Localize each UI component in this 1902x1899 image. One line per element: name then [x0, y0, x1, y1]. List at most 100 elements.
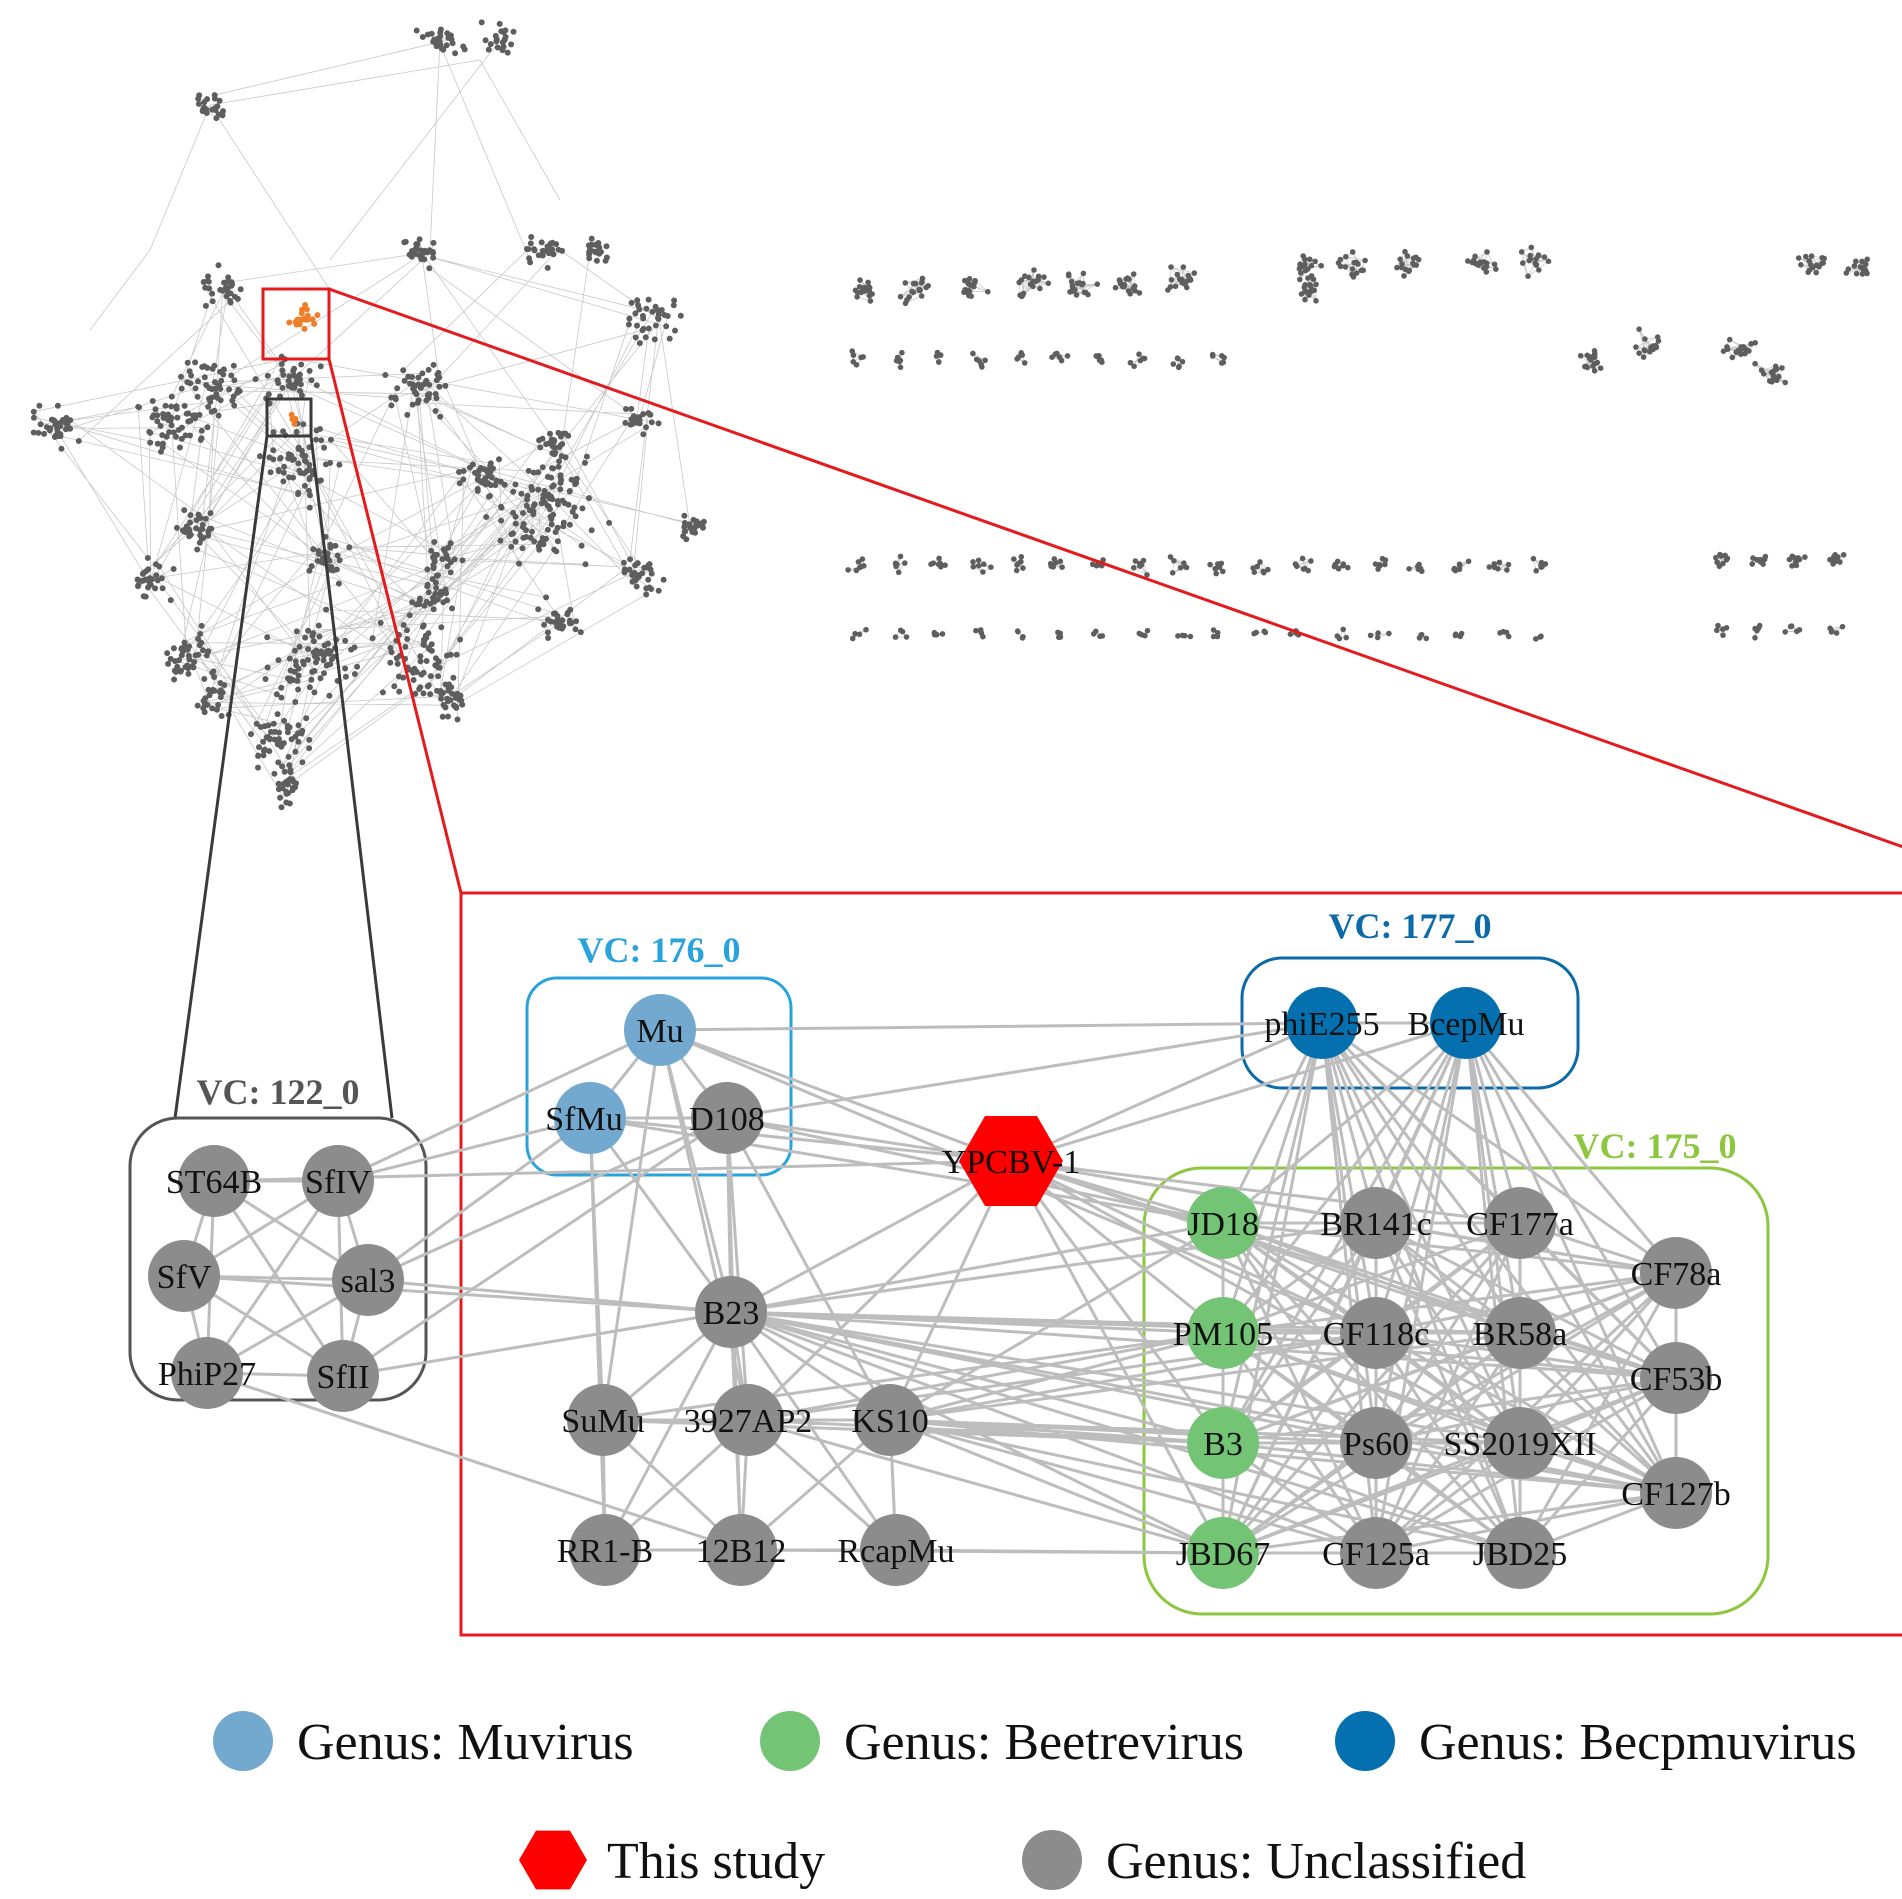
node-label: JBD67: [1176, 1536, 1270, 1573]
legend-label: Genus: Unclassified: [1106, 1833, 1526, 1890]
zoom-source-dark: [265, 397, 313, 438]
node-label: JBD25: [1473, 1536, 1567, 1573]
node-shape-circle: [1187, 1297, 1259, 1369]
node-shape-circle: [567, 1384, 639, 1456]
node-label: BR58a: [1473, 1316, 1567, 1353]
cluster-box-vc176: [525, 976, 793, 1177]
node-label: SfV: [157, 1259, 212, 1296]
node-label: B3: [1203, 1426, 1243, 1463]
node-shape-circle: [860, 1514, 932, 1586]
node-3927ap2: 3927AP2: [684, 1384, 812, 1456]
node-label: sal3: [341, 1263, 396, 1300]
node-label: CF118c: [1323, 1316, 1429, 1353]
node-label: SfMu: [545, 1101, 622, 1138]
node-cf78a: CF78a: [1631, 1237, 1722, 1309]
node-label: SfII: [317, 1359, 370, 1396]
node-rr1-b: RR1-B: [557, 1514, 653, 1586]
node-sal3: sal3: [332, 1244, 404, 1316]
node-shape-circle: [705, 1514, 777, 1586]
node-shape-circle: [1340, 1187, 1412, 1259]
overview-network: [30, 19, 1870, 811]
node-d108: D108: [689, 1082, 765, 1154]
node-sfiv: SfIV: [302, 1145, 374, 1217]
node-label: Ps60: [1343, 1426, 1409, 1463]
node-shape-circle: [691, 1082, 763, 1154]
node-st64b: ST64B: [166, 1145, 262, 1217]
node-b3: B3: [1187, 1407, 1259, 1479]
node-label: ST64B: [166, 1164, 262, 1201]
node-shape-circle: [624, 994, 696, 1066]
node-shape-circle: [569, 1514, 641, 1586]
node-label: YPCBV-1: [942, 1144, 1081, 1181]
overview-highlight-nodes: [286, 302, 321, 427]
node-label: RR1-B: [557, 1533, 653, 1570]
node-shape-circle: [171, 1337, 243, 1409]
node-ks10: KS10: [851, 1384, 929, 1456]
node-shape-circle: [1340, 1407, 1412, 1479]
node-label: SuMu: [561, 1403, 644, 1440]
node-cf177a: CF177a: [1466, 1187, 1574, 1259]
node-rcapmu: RcapMu: [837, 1514, 955, 1586]
cluster-boxes: VC: 122_0VC: 176_0VC: 177_0VC: 175_0: [128, 906, 1770, 1616]
node-phip27: PhiP27: [158, 1337, 256, 1409]
node-shape-circle: [554, 1082, 626, 1154]
node-label: PM105: [1173, 1316, 1273, 1353]
node-sfii: SfII: [307, 1340, 379, 1412]
node-jbd25: JBD25: [1473, 1517, 1567, 1589]
overview-edges: [33, 37, 704, 803]
node-cf125a: CF125a: [1322, 1517, 1430, 1589]
network-edges: [182, 1021, 1678, 1555]
node-shape-circle: [854, 1384, 926, 1456]
node-pm105: PM105: [1173, 1297, 1273, 1369]
overview-nodes: [30, 19, 707, 811]
node-cf53b: CF53b: [1630, 1342, 1723, 1414]
legend-item-becpmuvirus: Genus: Becpmuvirus: [1335, 1711, 1857, 1771]
node-sfmu: SfMu: [545, 1082, 626, 1154]
node-shape-hexagon: [959, 1116, 1063, 1206]
node-sfv: SfV: [148, 1240, 220, 1312]
node-ss2019xii: SS2019XII: [1443, 1407, 1597, 1479]
node-shape-circle: [332, 1244, 404, 1316]
node-label: B23: [703, 1295, 760, 1332]
legend-label: This study: [607, 1833, 825, 1890]
node-label: phiE255: [1264, 1006, 1379, 1043]
node-shape-circle: [1640, 1457, 1712, 1529]
node-bcepmu: BcepMu: [1407, 987, 1525, 1059]
node-shape-circle: [148, 1240, 220, 1312]
node-shape-circle: [695, 1276, 767, 1348]
legend-label: Genus: Becpmuvirus: [1419, 1714, 1857, 1771]
node-label: BcepMu: [1407, 1006, 1524, 1043]
node-b23: B23: [695, 1276, 767, 1348]
node-label: CF78a: [1631, 1256, 1722, 1293]
node-mu: Mu: [624, 994, 696, 1066]
legend-item-muvirus: Genus: Muvirus: [213, 1711, 634, 1771]
node-label: CF53b: [1630, 1361, 1723, 1398]
node-shape-circle: [1430, 987, 1502, 1059]
node-label: KS10: [851, 1403, 928, 1440]
node-shape-circle: [1286, 987, 1358, 1059]
node-cf118c: CF118c: [1323, 1297, 1429, 1369]
node-label: PhiP27: [158, 1356, 256, 1393]
node-ypcbv-1: YPCBV-1: [942, 1116, 1081, 1206]
node-jd18: JD18: [1187, 1187, 1259, 1259]
node-shape-circle: [1640, 1237, 1712, 1309]
node-shape-circle: [1187, 1407, 1259, 1479]
node-shape-circle: [1484, 1297, 1556, 1369]
legend-item-unclassified: Genus: Unclassified: [1022, 1830, 1526, 1890]
node-cf127b: CF127b: [1621, 1457, 1731, 1529]
cluster-label-vc122: VC: 122_0: [197, 1072, 360, 1112]
legend-item-beetrevirus: Genus: Beetrevirus: [760, 1711, 1244, 1771]
node-phie255: phiE255: [1264, 987, 1380, 1059]
node-label: CF177a: [1466, 1206, 1574, 1243]
node-shape-circle: [302, 1145, 374, 1217]
node-shape-circle: [1640, 1342, 1712, 1414]
node-shape-circle: [1187, 1517, 1259, 1589]
legend-swatch-circle: [213, 1711, 273, 1771]
legend-swatch-circle: [1022, 1830, 1082, 1890]
cluster-label-vc175: VC: 175_0: [1574, 1126, 1737, 1166]
node-shape-circle: [178, 1145, 250, 1217]
zoom-connector-red: [327, 287, 1902, 894]
node-jbd67: JBD67: [1176, 1517, 1270, 1589]
node-label: JD18: [1187, 1206, 1259, 1243]
